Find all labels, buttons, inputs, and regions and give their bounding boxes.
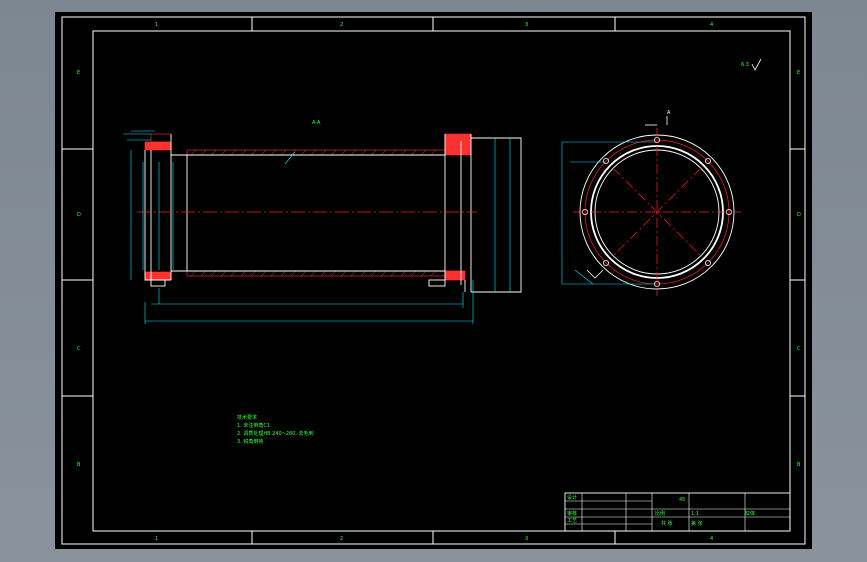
section-arrow-a [586,116,668,279]
zone-left-e: E [77,70,80,76]
tb-sheet-of: 第 张 [691,520,703,527]
section-arrow-label: A [667,110,671,116]
zone-right-d: D [797,212,801,218]
zone-top-4: 4 [710,22,713,28]
cad-viewport[interactable]: 1 2 3 4 1 2 3 4 E D C B E D C B 6.3 A-A [55,12,812,549]
tb-scale-value: 1:1 [691,511,699,517]
notes-title: 技术要求 [237,414,257,421]
roughness-symbol: 6.3 [741,58,762,71]
note-3: 3. 锐角倒钝 [237,438,263,445]
zone-labels: 1 2 3 4 1 2 3 4 E D C B E D C B [77,22,801,542]
zone-bottom-1: 1 [155,536,158,542]
title-block: 设计 审核 工艺 45 比例 1:1 共 张 第 张 缸体 [564,492,791,532]
zone-left-c: C [77,346,81,352]
zone-left-d: D [77,212,81,218]
technical-notes: 技术要求 1. 未注倒角C1 2. 调质处理HB 240~280, 去毛刺 3.… [237,414,314,445]
side-dimensions [561,141,655,285]
wall-hatch-lines [190,149,437,277]
zone-top-3: 3 [525,22,528,28]
drawing-canvas: 1 2 3 4 1 2 3 4 E D C B E D C B 6.3 A-A [61,16,806,545]
zone-right-c: C [797,346,801,352]
zone-bottom-2: 2 [340,536,343,542]
tb-process: 工艺 [567,518,577,524]
side-centerlines [573,128,741,296]
zone-bottom-3: 3 [525,536,528,542]
zone-ticks [62,17,805,544]
zone-bottom-4: 4 [710,536,713,542]
front-view: A-A [123,120,522,324]
outer-frame [61,16,806,545]
tb-checker: 审核 [567,510,577,517]
tb-material: 45 [679,497,685,503]
zone-top-2: 2 [340,22,343,28]
zone-right-b: B [797,462,801,468]
bolt-circle [584,139,730,285]
note-1: 1. 未注倒角C1 [237,422,270,429]
zone-top-1: 1 [155,22,158,28]
tb-scale-label: 比例 [655,510,665,517]
tb-part-name: 缸体 [745,510,755,517]
tb-designer: 设计 [567,494,577,501]
inner-frame [92,30,791,532]
roughness-value: 6.3 [741,62,749,68]
note-2: 2. 调质处理HB 240~280, 去毛刺 [237,430,314,437]
side-view: A [561,110,741,296]
part-outline [144,134,522,293]
wall-hatching [144,133,472,281]
front-dimensions [123,130,511,324]
section-label-front: A-A [312,120,321,126]
tb-sheet-total: 共 张 [661,520,673,527]
zone-left-b: B [77,462,81,468]
zone-right-e: E [797,70,800,76]
